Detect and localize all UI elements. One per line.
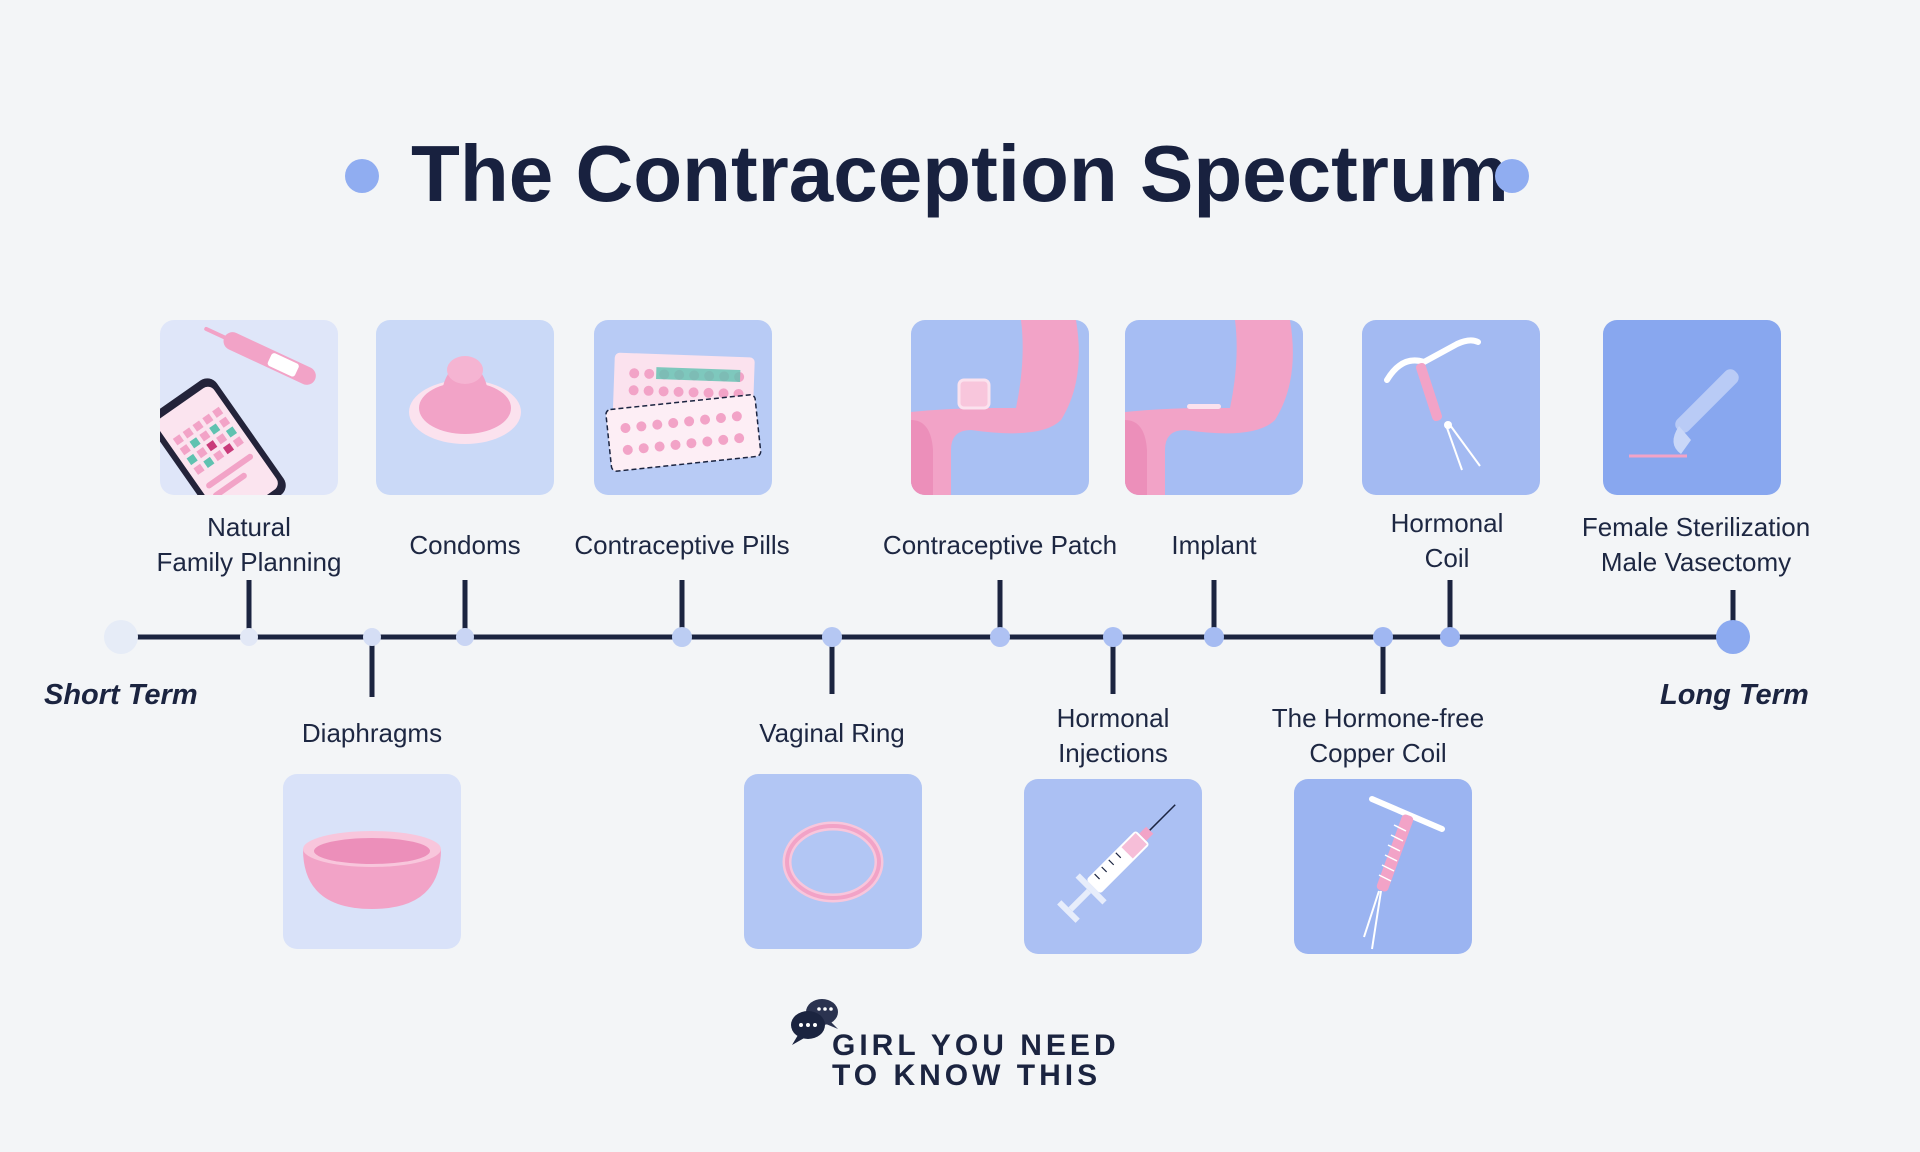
label-vaginal-ring: Vaginal Ring — [759, 718, 905, 748]
label-hormonal-injections: Hormonal Injections — [1056, 703, 1170, 768]
label-contraceptive-pills: Contraceptive Pills — [574, 530, 790, 560]
card-natural-family-planning — [160, 320, 338, 495]
diaphragm-icon — [303, 831, 441, 909]
label-condoms: Condoms — [409, 530, 521, 560]
label-diaphragms: Diaphragms — [301, 718, 443, 748]
label-hormonal-coil: Hormonal Coil — [1390, 508, 1504, 573]
card-sterilization — [1603, 320, 1781, 495]
card-implant — [1125, 320, 1303, 495]
card-vaginal-ring — [744, 774, 922, 949]
card-condoms — [376, 320, 554, 495]
card-hormonal-injections — [1024, 779, 1202, 954]
label-natural-family-planning: Natural Family Planning — [156, 512, 342, 577]
thermometer-calendar-phone-icon — [160, 326, 316, 495]
brand-text: GIRL YOU NEED TO KNOW THIS — [832, 1029, 1120, 1092]
node-end — [1716, 620, 1750, 654]
node-hormonal-coil — [1440, 627, 1460, 647]
condom-icon — [409, 356, 521, 444]
vaginal-ring-icon — [782, 821, 884, 903]
node-copper-coil — [1373, 627, 1393, 647]
node-natural-family-planning — [240, 628, 258, 646]
label-sterilization: Female Sterilization Male Vasectomy — [1581, 512, 1811, 577]
node-contraceptive-patch — [990, 627, 1010, 647]
node-contraceptive-pills — [672, 627, 692, 647]
node-hormonal-injections — [1103, 627, 1123, 647]
label-copper-coil: The Hormone-free Copper Coil — [1271, 703, 1485, 768]
hormonal-coil-icon — [1384, 337, 1481, 471]
node-condoms — [456, 628, 474, 646]
title-row: The Contraception Spectrum — [0, 110, 1920, 230]
chat-bubbles-icon — [791, 999, 838, 1045]
arm-patch-icon — [911, 320, 1079, 495]
node-start — [104, 620, 138, 654]
node-diaphragms — [363, 628, 381, 646]
node-vaginal-ring — [822, 627, 842, 647]
card-contraceptive-patch — [911, 320, 1089, 495]
label-implant: Implant — [1171, 530, 1257, 560]
page-title: The Contraception Spectrum — [411, 129, 1509, 218]
card-copper-coil — [1294, 779, 1472, 954]
title-dot-left — [345, 159, 379, 193]
copper-coil-icon — [1363, 796, 1445, 950]
label-contraceptive-patch: Contraceptive Patch — [882, 530, 1118, 560]
node-implant — [1204, 627, 1224, 647]
card-contraceptive-pills — [594, 320, 772, 495]
syringe-icon — [1057, 804, 1176, 923]
arm-implant-icon — [1125, 320, 1293, 495]
brand-logo: GIRL YOU NEED TO KNOW THIS — [790, 995, 1150, 1095]
short-term-label: Short Term — [44, 679, 198, 711]
scalpel-icon — [1629, 369, 1739, 458]
pill-pack-icon — [605, 352, 762, 472]
title-dot-right — [1495, 159, 1529, 193]
card-hormonal-coil — [1362, 320, 1540, 495]
long-term-label: Long Term — [1660, 679, 1809, 711]
card-diaphragms — [283, 774, 461, 949]
